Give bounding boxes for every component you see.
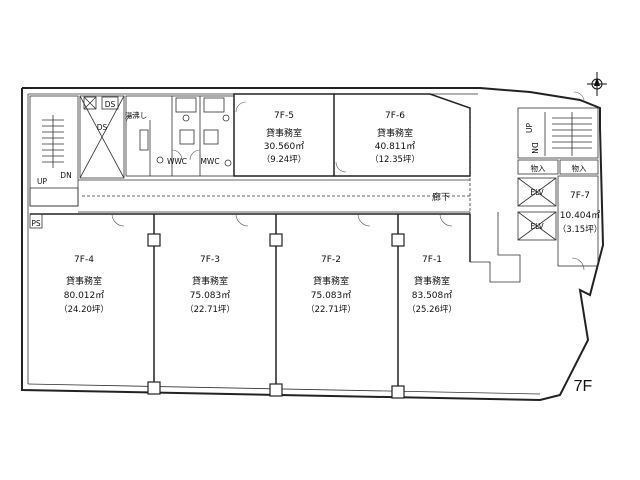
- room-use: 貸事務室: [266, 127, 302, 139]
- room-area: 75.083㎡: [190, 290, 231, 301]
- room-tsubo: （24.20坪）: [59, 304, 109, 315]
- stair-up-right-label: UP: [525, 123, 534, 133]
- room-tsubo: （25.26坪）: [407, 304, 457, 315]
- room-7f-2: 7F-2 貸事務室 75.083㎡ （22.71坪）: [306, 255, 356, 315]
- room-7f-5: 7F-5 貸事務室 30.560㎡ （9.24坪）: [262, 111, 306, 165]
- room-use: 貸事務室: [377, 127, 413, 139]
- room-id: 7F-6: [385, 111, 405, 121]
- room-7f-4: 7F-4 貸事務室 80.012㎡ （24.20坪）: [59, 255, 109, 315]
- room-id: 7F-1: [422, 255, 442, 265]
- room-use: 貸事務室: [192, 275, 228, 287]
- room-use: 貸事務室: [414, 275, 450, 287]
- room-7f-3: 7F-3 貸事務室 75.083㎡ （22.71坪）: [185, 255, 235, 315]
- floor-label: 7F: [574, 378, 593, 395]
- lower-offices: [21, 213, 471, 399]
- wwc-label: WWC: [167, 157, 187, 166]
- left-core: [29, 95, 125, 207]
- room-7f-7: 7F-7 10.404㎡ （3.15坪）: [558, 191, 602, 235]
- stair-down-right-label: DN: [530, 142, 539, 153]
- elevator-label-1: ELV: [530, 188, 544, 197]
- room-id: 7F-7: [570, 191, 590, 201]
- room-area: 30.560㎡: [264, 141, 305, 152]
- room-tsubo: （9.24坪）: [262, 154, 306, 165]
- room-area: 40.811㎡: [375, 141, 416, 152]
- room-tsubo: （22.71坪）: [185, 304, 235, 315]
- storage-label-1: 物入: [531, 163, 546, 173]
- storage-label-2: 物入: [572, 163, 587, 173]
- room-area: 10.404㎡: [560, 210, 601, 221]
- room-tsubo: （12.35坪）: [370, 154, 420, 165]
- room-7f-6: 7F-6 貸事務室 40.811㎡ （12.35坪）: [370, 111, 420, 165]
- room-id: 7F-3: [200, 255, 220, 265]
- room-id: 7F-2: [321, 255, 341, 265]
- stair-down-label: DN: [60, 171, 71, 180]
- room-id: 7F-5: [274, 111, 294, 121]
- room-tsubo: （3.15坪）: [558, 224, 602, 235]
- room-use: 貸事務室: [66, 275, 102, 287]
- room-area: 80.012㎡: [64, 290, 105, 301]
- corridor: [78, 108, 521, 283]
- mwc-label: MWC: [200, 157, 219, 166]
- room-use: 貸事務室: [313, 275, 349, 287]
- room-id: 7F-4: [74, 255, 94, 265]
- kitchen-label: 湯沸し: [125, 110, 148, 120]
- ds-label: DS: [97, 123, 108, 132]
- right-core: [517, 91, 599, 271]
- north-arrow-icon: [587, 72, 607, 96]
- room-tsubo: （22.71坪）: [306, 304, 356, 315]
- ps-label: PS: [31, 219, 41, 228]
- stair-up-label: UP: [37, 177, 47, 186]
- room-7f-1: 7F-1 貸事務室 83.508㎡ （25.26坪）: [407, 255, 457, 315]
- corridor-label: 廊下: [432, 191, 450, 203]
- building-outline: [21, 87, 605, 402]
- room-area: 83.508㎡: [412, 290, 453, 301]
- toilet-block: [125, 95, 235, 177]
- ds-small-label: DS: [105, 100, 116, 109]
- room-area: 75.083㎡: [311, 290, 352, 301]
- elevator-label-2: ELV: [530, 222, 544, 231]
